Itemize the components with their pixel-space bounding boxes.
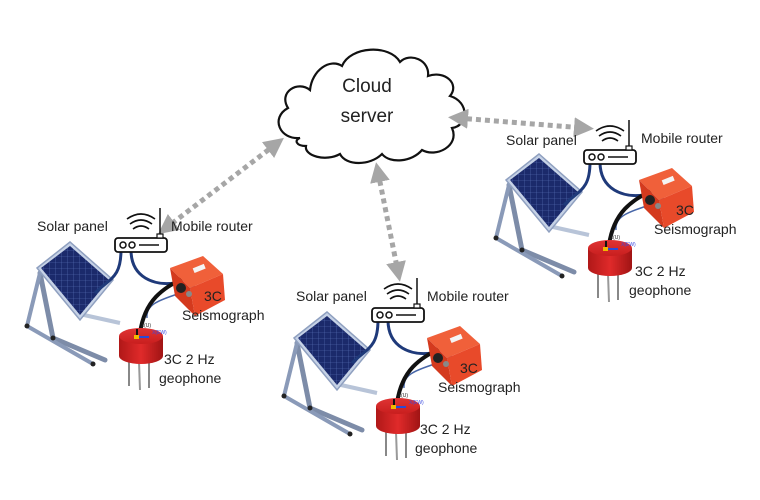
cloud-label-line2: server [341,106,394,127]
cloud-label-line1: Cloud [342,76,392,97]
seismograph-label-line1: 3C [204,288,222,304]
seismograph-label-line2: Seismograph [182,307,265,323]
link-arrow-right [448,108,594,138]
axis-z-label: Z(U) [141,323,151,329]
axis-z-label: Z(U) [610,235,620,241]
router-label: Mobile router [171,218,253,234]
seismograph-label-line2: Seismograph [654,221,737,237]
solar-panel-label: Solar panel [296,288,367,304]
station-left: Solar panel Mobile router 3C Seismograph… [25,208,265,390]
seismograph-label-line2: Seismograph [438,379,521,395]
station-right: Solar panel Mobile router 3C Seismograph… [494,120,737,302]
station-center: Solar panel Mobile router 3C Seismograph… [282,278,521,460]
geophone-label-line1: 3C 2 Hz [420,421,471,437]
router-label: Mobile router [427,288,509,304]
geophone-label-line1: 3C 2 Hz [164,351,215,367]
link-arrow-left [158,137,284,235]
geophone-label-line2: geophone [159,370,222,386]
router-label: Mobile router [641,130,723,146]
geophone-label-line2: geophone [415,440,478,456]
geophone-label-line2: geophone [629,282,692,298]
axis-x-label: X(EW) [621,242,636,248]
solar-panel-label: Solar panel [37,218,108,234]
cloud-server: Cloud server [277,48,466,165]
geophone-axis-labels: Z(U) X(EW) Z(U) X(EW) Z(U) X(EW) [141,235,636,406]
axis-x-label: X(EW) [409,400,424,406]
seismograph-label-line1: 3C [676,202,694,218]
seismograph-label-line1: 3C [460,360,478,376]
geophone-label-line1: 3C 2 Hz [635,263,686,279]
link-arrow-center [370,162,406,282]
solar-panel-label: Solar panel [506,132,577,148]
axis-x-label: X(EW) [152,330,167,336]
axis-z-label: Z(U) [398,393,408,399]
cloud-icon [277,48,466,165]
